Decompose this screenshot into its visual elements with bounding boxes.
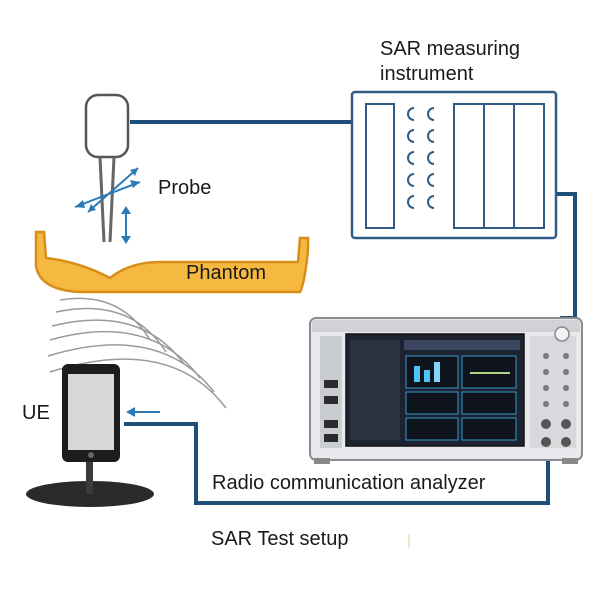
probe-label: Probe	[158, 177, 212, 199]
cable-instrument-analyzer	[556, 192, 577, 320]
instrument-label-line1: SAR measuring	[380, 38, 521, 60]
probe-icon	[74, 93, 141, 244]
instrument-label-line2: instrument	[380, 63, 474, 85]
radiation-waves-icon	[47, 297, 227, 409]
ue-label: UE	[22, 402, 50, 424]
phantom-icon	[34, 230, 310, 294]
ue-arrow-icon	[126, 407, 160, 417]
caption: SAR Test setup	[211, 528, 349, 550]
analyzer-icon	[309, 317, 583, 464]
ue-phone-icon	[26, 364, 154, 507]
phantom-label: Phantom	[186, 262, 267, 284]
analyzer-label: Radio communication analyzer	[210, 471, 488, 495]
sar-instrument-icon	[350, 90, 558, 240]
cable-analyzer-ue	[124, 422, 550, 505]
